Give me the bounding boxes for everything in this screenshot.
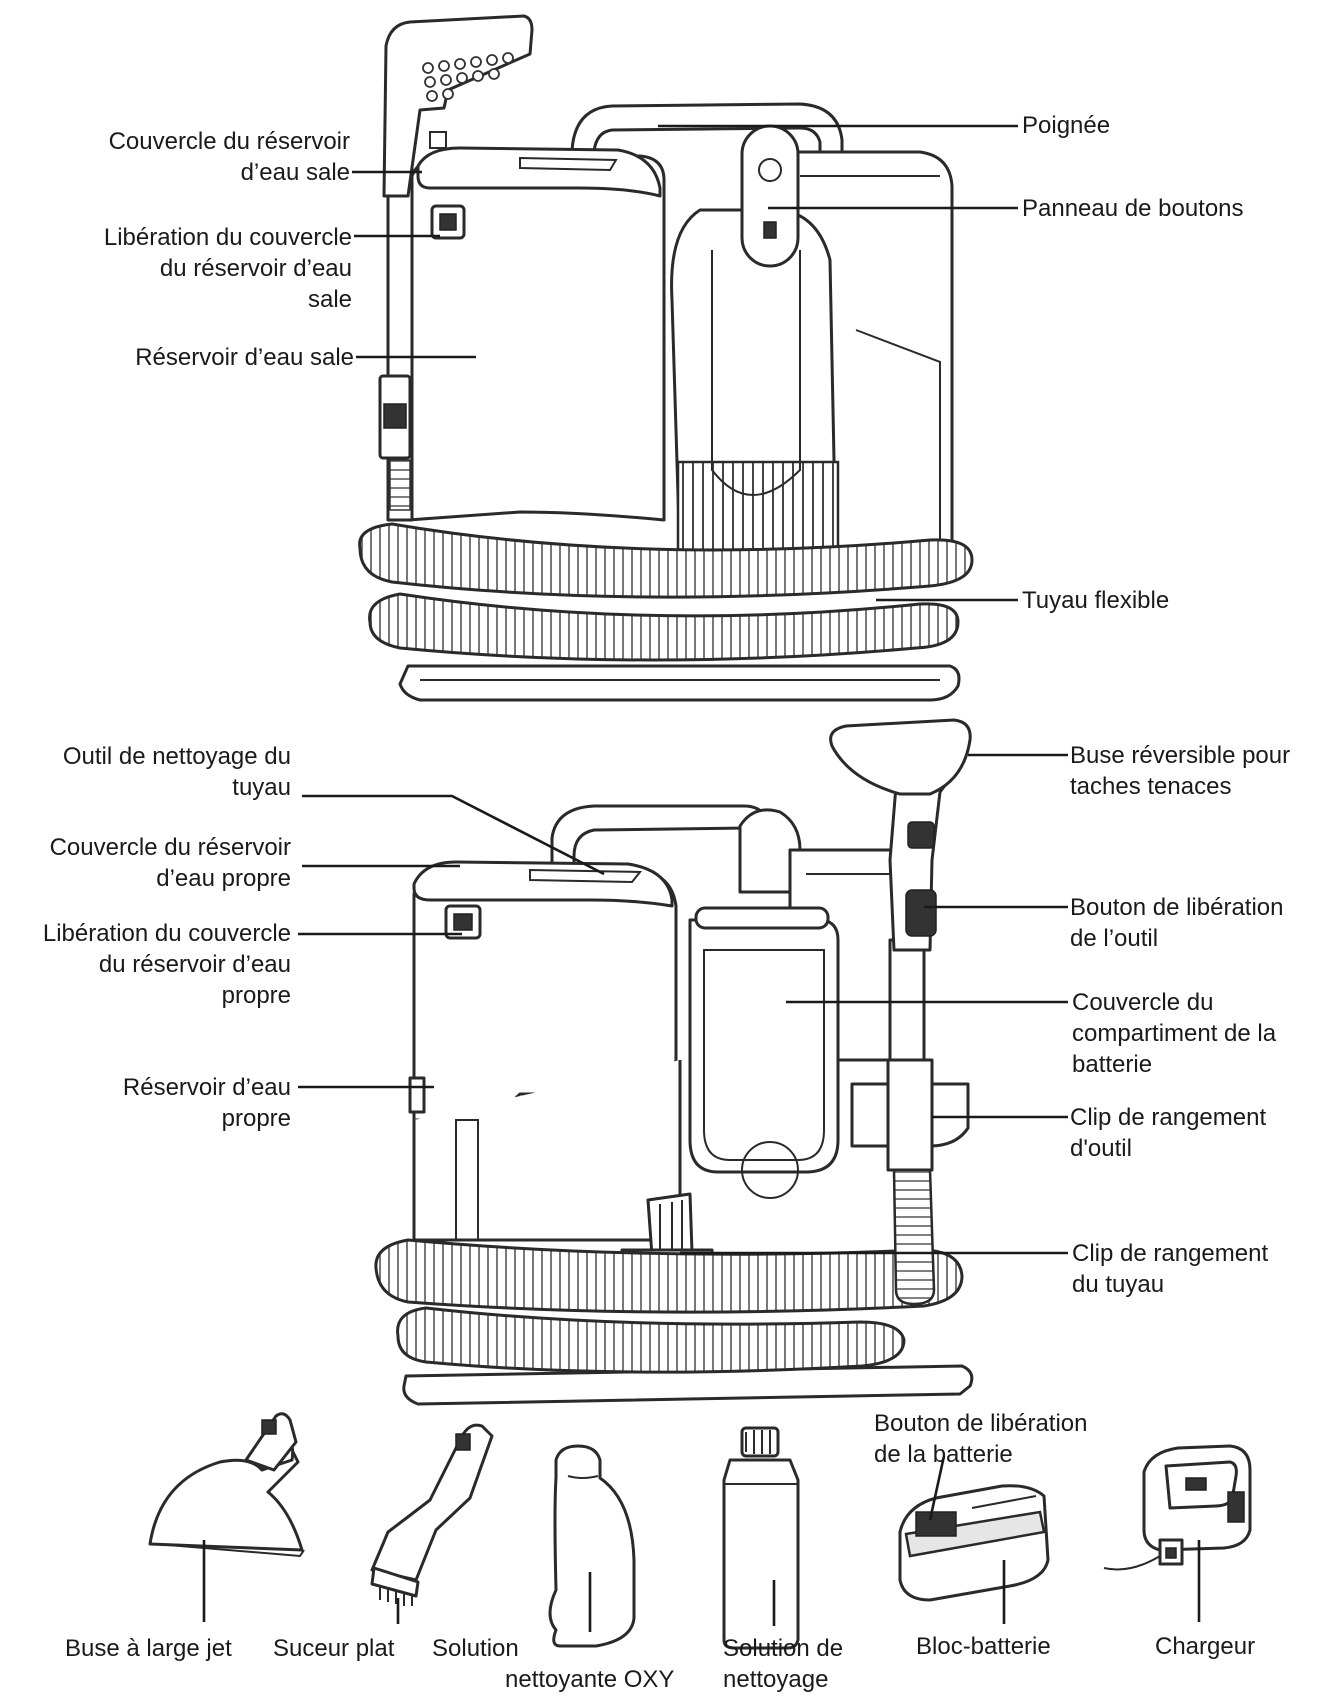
label-handle: Poignée bbox=[1022, 112, 1111, 139]
lower-unit-drawing bbox=[374, 718, 974, 1406]
upper-unit-drawing bbox=[358, 14, 974, 702]
label-flexible-hose: Tuyau flexible bbox=[1022, 587, 1170, 614]
label-oxy-solution-line: Solution bbox=[432, 1635, 519, 1662]
label-dirty-tank: Réservoir d’eau sale bbox=[135, 344, 354, 371]
leader-lines bbox=[202, 124, 1201, 1632]
label-dirty-tank-lid-release: Libération du couvercle du réservoir d’e… bbox=[103, 224, 352, 313]
label-oxy-solution-line2: nettoyante OXY bbox=[505, 1666, 675, 1693]
label-reversible-nozzle: Buse réversible pour taches tenaces bbox=[1070, 742, 1291, 800]
label-charger: Chargeur bbox=[1155, 1633, 1256, 1660]
label-hose-storage-clip: Clip de rangement du tuyau bbox=[1072, 1240, 1269, 1298]
label-crevice-tool: Suceur plat bbox=[273, 1635, 395, 1662]
label-battery-cover: Couvercle du compartiment de la batterie bbox=[1072, 989, 1277, 1078]
label-clean-tank-lid-release: Libération du couvercle du réservoir d’e… bbox=[42, 920, 291, 1009]
label-dirty-tank-lid: Couvercle du réservoir d’eau sale bbox=[108, 128, 350, 186]
label-tool-release-button: Bouton de libération de l’outil bbox=[1070, 894, 1284, 952]
label-clean-tank: Réservoir d’eau propre bbox=[122, 1074, 291, 1132]
label-battery-pack: Bloc-batterie bbox=[916, 1633, 1051, 1660]
label-tool-storage-clip: Clip de rangement d'outil bbox=[1070, 1104, 1267, 1162]
label-button-panel: Panneau de boutons bbox=[1022, 195, 1244, 222]
label-oxy-solution: Solution bbox=[432, 1633, 712, 1695]
label-battery-release-button: Bouton de libération de la batterie bbox=[874, 1410, 1088, 1468]
label-hose-cleaning-tool: Outil de nettoyage du tuyau bbox=[62, 743, 291, 801]
label-wide-nozzle: Buse à large jet bbox=[65, 1635, 232, 1662]
label-clean-tank-lid: Couvercle du réservoir d’eau propre bbox=[49, 834, 291, 892]
label-cleaning-solution: Solution de nettoyage bbox=[723, 1635, 844, 1693]
accessories-drawing bbox=[148, 1412, 1252, 1650]
